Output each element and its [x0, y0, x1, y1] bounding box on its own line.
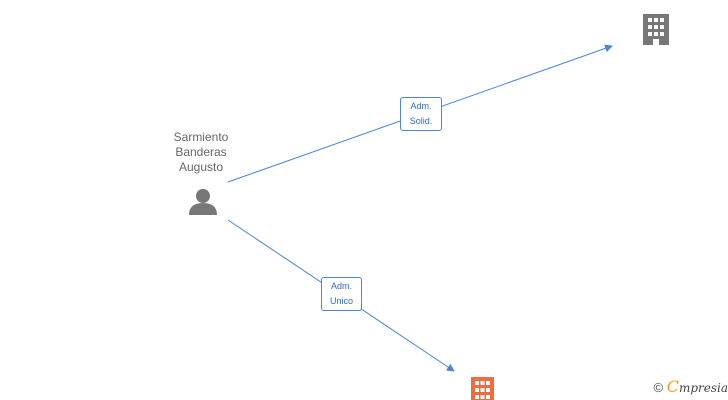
person-name-line: Sarmiento	[173, 130, 229, 144]
edge-label-line: Adm.	[330, 281, 352, 291]
edge-label-line: Adm.	[410, 101, 432, 111]
person-name-label: Sarmiento Banderas Augusto	[160, 130, 242, 175]
building-icon-highlighted[interactable]	[471, 377, 494, 400]
person-icon[interactable]	[189, 189, 217, 215]
person-name-line: Augusto	[178, 160, 224, 174]
edge-label-adm-solid[interactable]: Adm. Solid.	[400, 97, 442, 131]
edge-label-line: Solid.	[409, 116, 433, 126]
edge-label-adm-unico[interactable]: Adm. Unico	[321, 277, 362, 311]
person-name-line: Banderas	[175, 145, 227, 159]
empresia-logo-initial: C	[666, 377, 679, 396]
edge-label-line: Unico	[329, 296, 353, 306]
building-icon[interactable]	[643, 14, 669, 45]
empresia-logo-text: mpresia	[678, 381, 728, 395]
copyright-symbol: ©	[653, 380, 664, 395]
empresia-watermark: © Cmpresia	[653, 377, 728, 396]
